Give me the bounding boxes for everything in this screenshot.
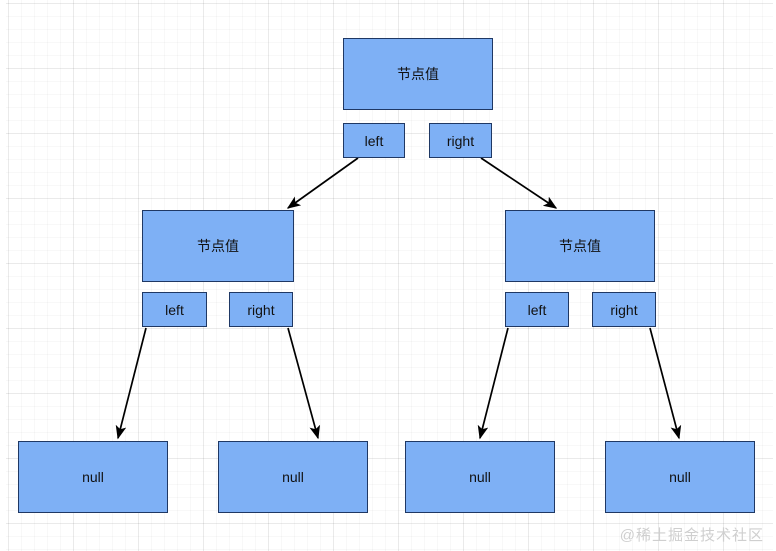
edge-l-left: [115, 327, 147, 440]
canvas-left-margin: [0, 0, 6, 551]
node-label: left: [165, 301, 184, 318]
node-l-right[interactable]: right: [229, 292, 293, 327]
node-l-left[interactable]: left: [142, 292, 207, 327]
node-label: null: [669, 469, 691, 485]
watermark-text: @稀土掘金技术社区: [619, 527, 764, 544]
node-label: left: [527, 301, 547, 318]
node-r-left[interactable]: left: [505, 292, 569, 327]
edge-r-left: [477, 327, 509, 440]
node-leaf-3[interactable]: null: [405, 441, 555, 513]
node-root-left[interactable]: left: [343, 123, 405, 158]
node-label: null: [282, 469, 304, 485]
edge-l-right: [287, 327, 321, 440]
node-root[interactable]: 节点值: [343, 38, 493, 110]
node-root-right[interactable]: right: [429, 123, 492, 158]
edge-r-right: [649, 327, 682, 440]
edge-root-right: [480, 157, 558, 209]
node-label: null: [469, 469, 491, 485]
node-l-node[interactable]: 节点值: [142, 210, 294, 282]
node-r-right[interactable]: right: [592, 292, 656, 327]
node-leaf-1[interactable]: null: [18, 441, 168, 513]
node-leaf-4[interactable]: null: [605, 441, 755, 513]
node-label: right: [247, 301, 275, 318]
node-label: right: [610, 301, 638, 318]
node-r-node[interactable]: 节点值: [505, 210, 655, 282]
node-label: left: [364, 132, 384, 149]
node-label: 节点值: [559, 238, 601, 254]
edge-root-left: [286, 157, 359, 209]
node-label: 节点值: [397, 66, 439, 82]
node-label: right: [446, 132, 475, 149]
node-leaf-2[interactable]: null: [218, 441, 368, 513]
node-label: 节点值: [197, 238, 239, 254]
node-label: null: [82, 469, 104, 485]
canvas-right-margin: [773, 0, 776, 551]
